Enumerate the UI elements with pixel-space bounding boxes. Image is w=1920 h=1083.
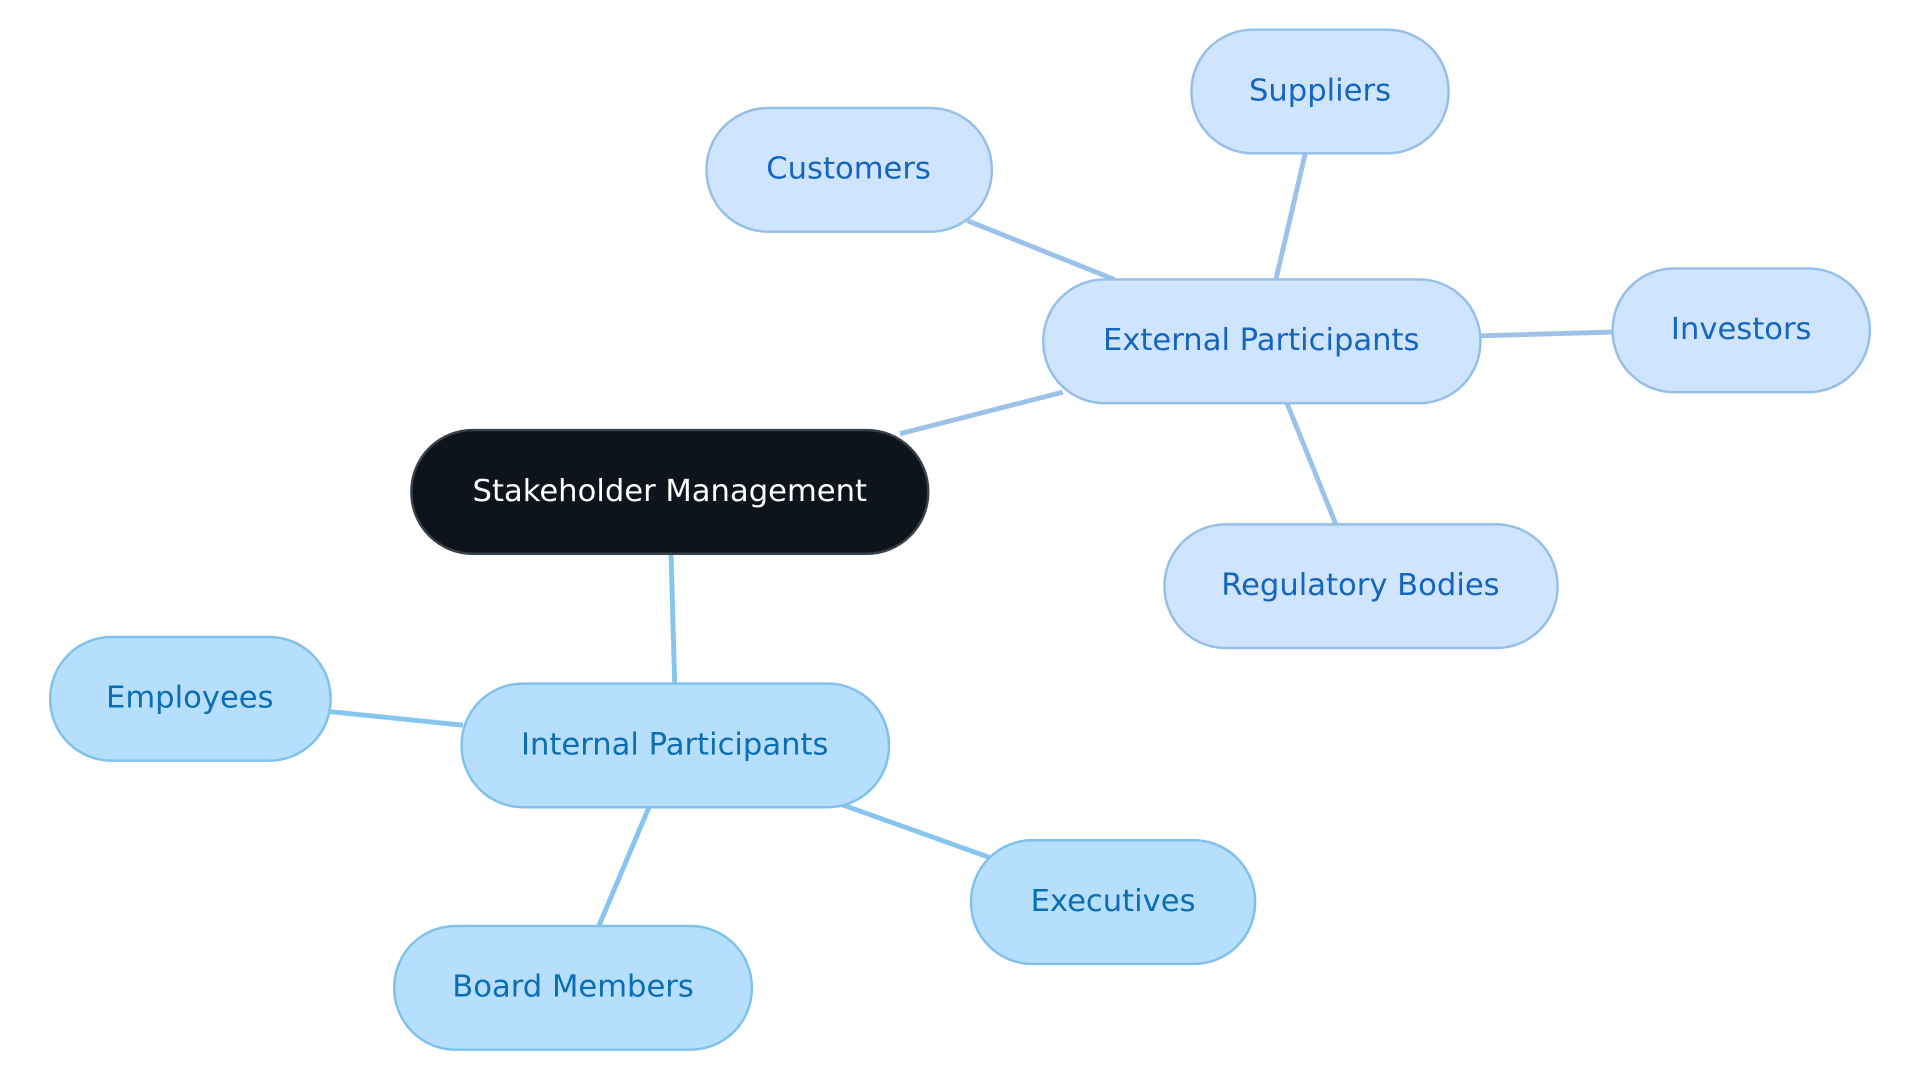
node-suppliers[interactable]: Suppliers (1190, 28, 1450, 155)
edges (330, 152, 1613, 927)
node-stakeholder-management[interactable]: Stakeholder Management (410, 428, 930, 555)
node-label: Regulatory Bodies (1221, 568, 1499, 603)
edge-internal-employees (330, 709, 464, 728)
edge-internal-board (596, 806, 652, 927)
node-regulatory-bodies[interactable]: Regulatory Bodies (1163, 523, 1559, 650)
edge-root-external (899, 389, 1064, 437)
node-label: Customers (766, 152, 931, 187)
node-executives[interactable]: Executives (969, 839, 1257, 966)
node-label: Stakeholder Management (473, 474, 868, 509)
edge-external-customers (966, 218, 1116, 282)
node-label: Suppliers (1249, 73, 1391, 108)
node-label: External Participants (1103, 323, 1420, 358)
node-internal-participants[interactable]: Internal Participants (460, 682, 891, 809)
node-label: Employees (106, 681, 274, 716)
node-external-participants[interactable]: External Participants (1042, 278, 1482, 405)
node-investors[interactable]: Investors (1611, 267, 1872, 394)
edge-external-suppliers (1273, 152, 1308, 281)
node-customers[interactable]: Customers (705, 106, 994, 233)
edge-external-investors (1480, 329, 1613, 339)
node-employees[interactable]: Employees (48, 635, 332, 762)
node-label: Investors (1671, 312, 1812, 347)
edge-root-internal (668, 553, 678, 684)
edge-internal-executives (841, 802, 991, 860)
node-board-members[interactable]: Board Members (393, 924, 754, 1051)
node-label: Internal Participants (521, 727, 828, 762)
node-label: Board Members (452, 970, 694, 1005)
node-label: Executives (1031, 884, 1196, 919)
edge-external-regulatory (1284, 402, 1339, 526)
